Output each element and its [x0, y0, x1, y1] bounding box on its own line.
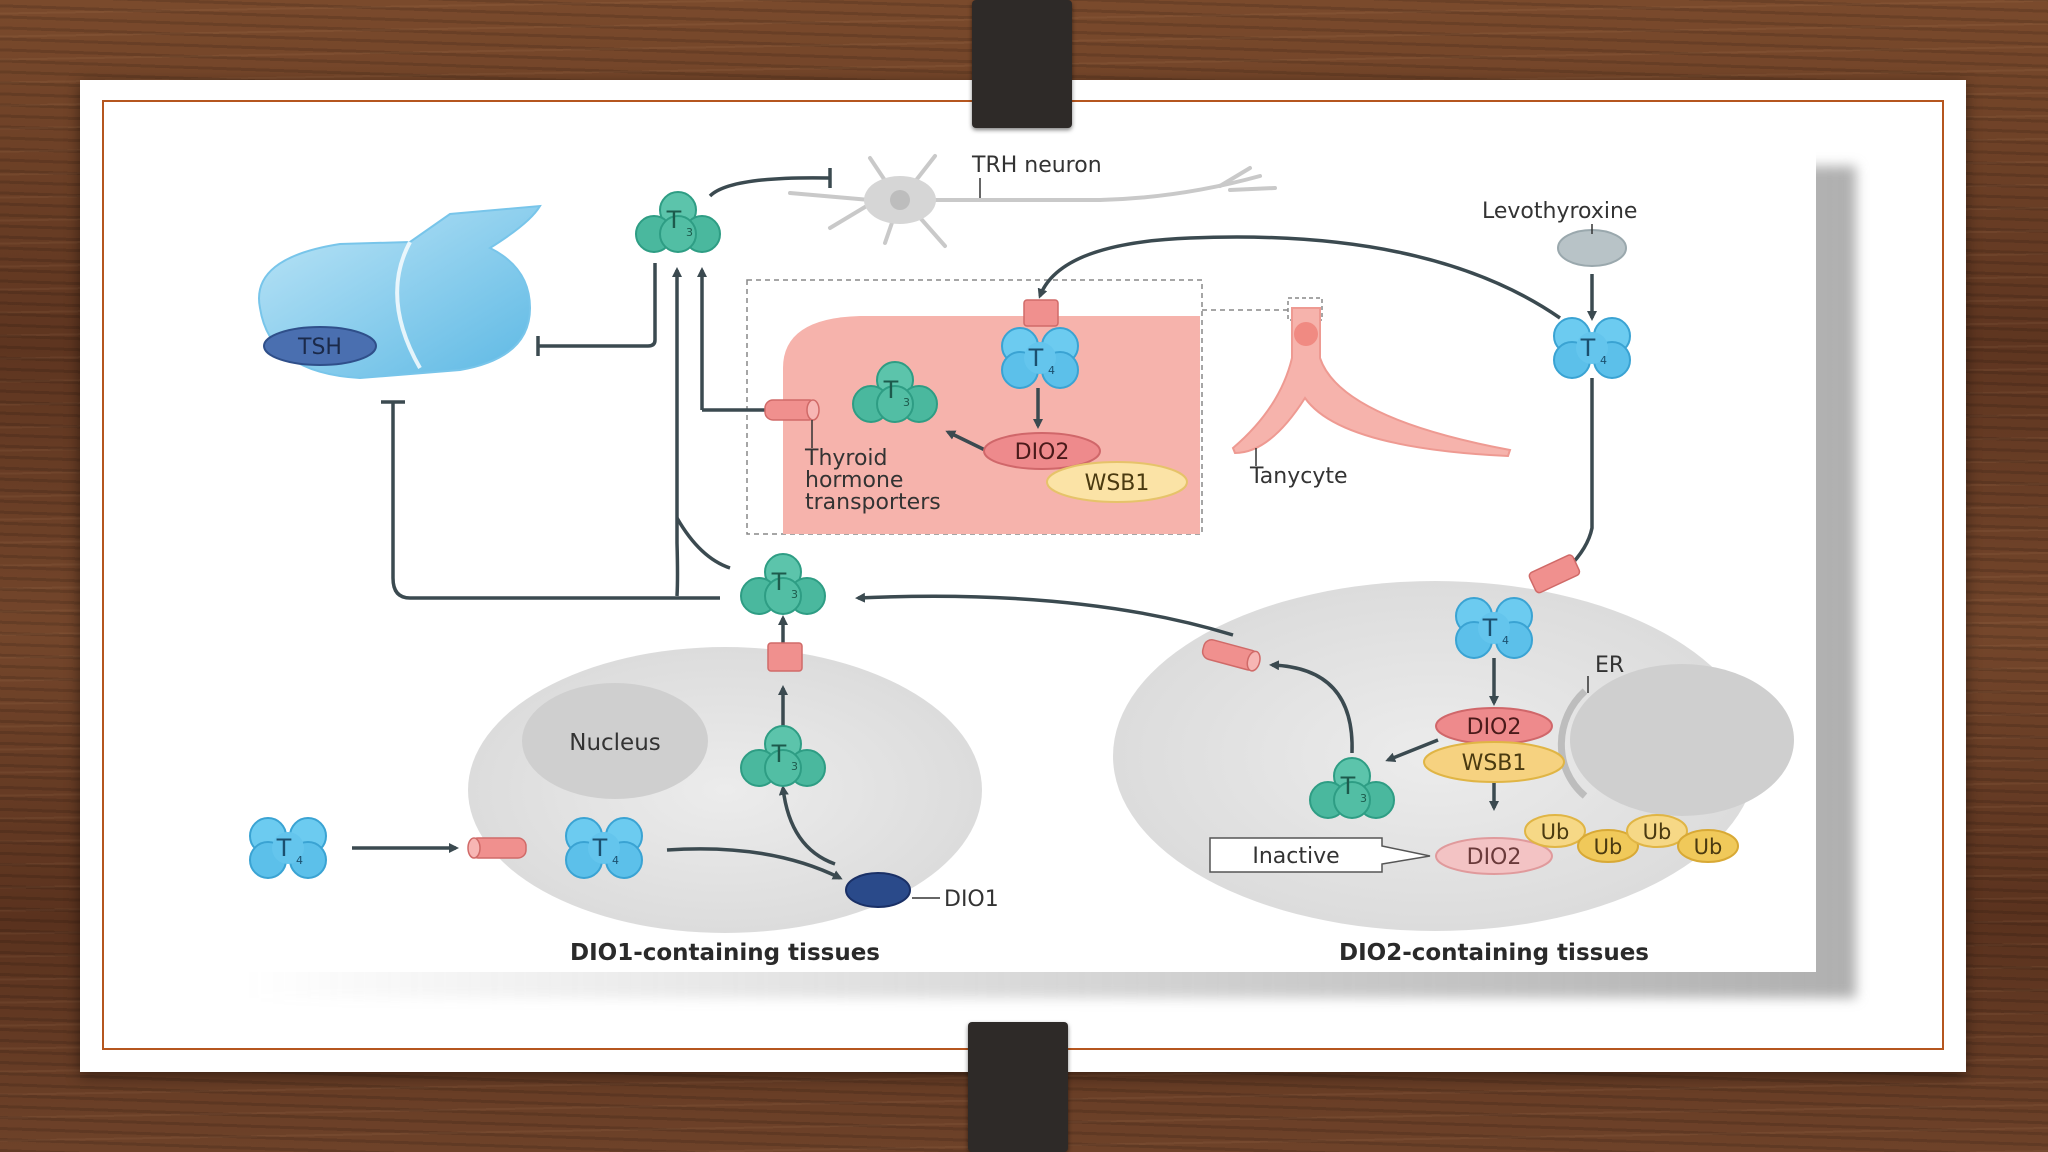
t3-cluster-center: T 3 — [740, 553, 826, 615]
inactive-callout: Inactive — [1209, 837, 1431, 873]
trh-neuron-label: TRH neuron — [971, 153, 1102, 178]
transporter-left — [764, 399, 820, 421]
svg-text:4: 4 — [1502, 634, 1509, 647]
er-label: ER — [1595, 653, 1624, 678]
transporter-dio1-left — [467, 837, 527, 859]
svg-text:3: 3 — [686, 226, 693, 239]
svg-text:T: T — [1028, 344, 1044, 372]
binder-clip-bottom — [968, 1022, 1068, 1152]
svg-text:Ub: Ub — [1643, 820, 1672, 844]
svg-text:T: T — [771, 740, 787, 768]
svg-text:T: T — [771, 568, 787, 596]
svg-text:DIO2: DIO2 — [1467, 715, 1522, 740]
er-nucleus — [1570, 664, 1794, 816]
svg-text:3: 3 — [791, 760, 798, 773]
transporters-line3: transporters — [805, 490, 941, 515]
tanycyte-label: Tanycyte — [1249, 464, 1348, 489]
svg-text:T: T — [1580, 334, 1596, 362]
thyroid-diagram: Nucleus ER Tanycyte TRH neuron TSH — [230, 148, 1816, 972]
svg-text:WSB1: WSB1 — [1085, 471, 1150, 496]
svg-text:4: 4 — [296, 854, 303, 867]
nucleus — [522, 683, 708, 799]
dio1-enzyme — [845, 872, 911, 908]
t3-pituitary-inhibit — [538, 263, 657, 348]
t3-cluster-hypothalamus: T 3 — [852, 361, 938, 423]
svg-text:T: T — [666, 206, 682, 234]
svg-text:T: T — [1482, 614, 1498, 642]
transporter-hypothalamus — [1023, 299, 1059, 327]
transporters-line1: Thyroid — [804, 446, 888, 471]
svg-text:4: 4 — [1048, 364, 1055, 377]
svg-text:T: T — [592, 834, 608, 862]
dio2-tissues-title: DIO2-containing tissues — [1339, 940, 1649, 966]
er-membrane — [1557, 688, 1588, 799]
levothyroxine-label: Levothyroxine — [1482, 199, 1637, 224]
svg-text:DIO2: DIO2 — [1015, 440, 1070, 465]
dio2-inactive — [1435, 837, 1553, 875]
transporter-dio2-top — [1528, 554, 1581, 594]
svg-text:WSB1: WSB1 — [1462, 751, 1527, 776]
svg-text:DIO2: DIO2 — [1467, 845, 1522, 870]
t4-cluster-outside: T 4 — [249, 817, 327, 879]
svg-text:4: 4 — [1600, 354, 1607, 367]
t4-cluster-dio1: T 4 — [565, 817, 643, 879]
transporter-dio1-top — [767, 642, 803, 672]
wsb1-cell — [1423, 741, 1565, 783]
dio1-tissues-title: DIO1-containing tissues — [570, 940, 880, 966]
t3-cluster-dio1: T 3 — [740, 725, 826, 787]
wsb1-hypothalamus — [1046, 461, 1188, 503]
svg-text:3: 3 — [903, 396, 910, 409]
svg-text:Ub: Ub — [1541, 820, 1570, 844]
svg-text:3: 3 — [1360, 792, 1367, 805]
nucleus-label: Nucleus — [569, 730, 661, 756]
tsh-label: TSH — [297, 335, 342, 360]
svg-text:T: T — [883, 376, 899, 404]
svg-text:Ub: Ub — [1594, 835, 1623, 859]
dio2-hypothalamus — [983, 432, 1101, 470]
tsh-badge — [263, 326, 377, 366]
t4-cluster-levothyroxine: T 4 — [1553, 317, 1631, 379]
tanycyte-cell — [1231, 307, 1512, 458]
svg-text:Ub: Ub — [1694, 835, 1723, 859]
t3-cluster-top: T 3 — [635, 191, 721, 253]
t4-to-hypothalamus — [1037, 235, 1561, 320]
svg-text:4: 4 — [612, 854, 619, 867]
svg-text:3: 3 — [791, 588, 798, 601]
t3-trh-inhibit — [708, 176, 831, 198]
ubiquitin-chain: Ub Ub Ub Ub — [1524, 814, 1739, 863]
transporters-line2: hormone — [805, 468, 903, 493]
svg-text:T: T — [276, 834, 292, 862]
svg-text:Inactive: Inactive — [1252, 844, 1339, 869]
levothyroxine-pill — [1557, 229, 1627, 267]
t3-cluster-dio2: T 3 — [1309, 757, 1395, 819]
t4-cluster-hypothalamus: T 4 — [1001, 327, 1079, 389]
dio1-label: DIO1 — [944, 887, 999, 912]
t4-cluster-dio2: T 4 — [1455, 597, 1533, 659]
binder-clip-top — [972, 0, 1072, 128]
transporter-dio2-left — [1201, 639, 1261, 672]
svg-text:T: T — [1340, 772, 1356, 800]
